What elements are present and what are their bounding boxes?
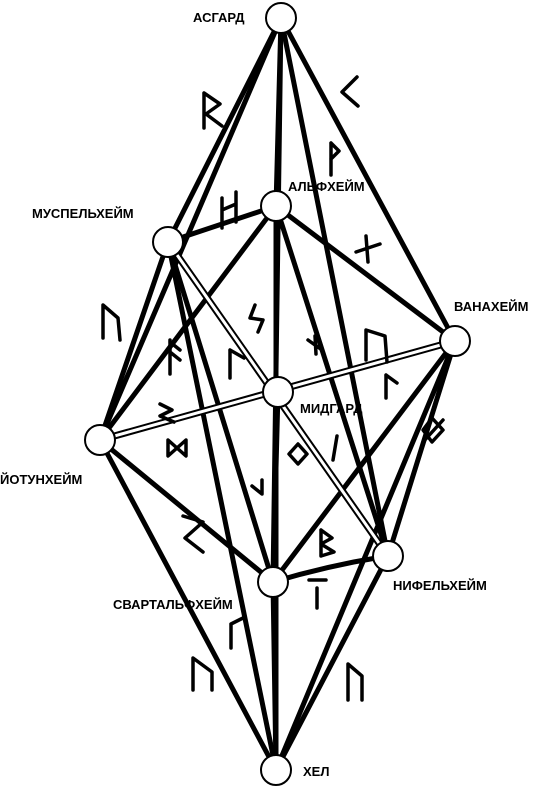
- uruz-right-rune-icon: [364, 328, 389, 364]
- label-svartalfheim: СВАРТАЛЬФХЕЙМ: [113, 597, 233, 612]
- naudiz-center-rune-icon: [306, 334, 324, 356]
- edge-jotunheim-hel: [97, 437, 279, 773]
- node-jotunheim: [84, 424, 116, 456]
- node-muspelheim: [152, 226, 184, 258]
- label-midgard: МИДГАРД: [300, 401, 363, 416]
- node-vanaheim: [439, 325, 471, 357]
- edge-vanaheim-hel: [273, 338, 458, 773]
- wunjo-rune-icon: [329, 141, 341, 177]
- laguz-right-rune-icon: [384, 373, 399, 400]
- edge-muspelheim-svartalfheim: [165, 239, 276, 585]
- hagalaz-rune-icon: [220, 190, 238, 230]
- label-niflheim: НИФЕЛЬХЕЙМ: [393, 578, 487, 593]
- edge-alfheim-vanaheim: [273, 203, 458, 344]
- kenaz-rune-icon: [340, 75, 360, 108]
- edge-vanaheim-svartalfheim: [270, 338, 458, 585]
- edge-alfheim-niflheim: [273, 203, 391, 559]
- edge-asgard-niflheim: [278, 15, 391, 559]
- edge-asgard-muspelheim: [165, 15, 284, 245]
- naudiz-rune-icon: [354, 234, 382, 264]
- berkano-rune-icon: [319, 528, 336, 558]
- edge-asgard-jotunheim: [97, 15, 284, 443]
- dagaz-rune-icon: [166, 438, 188, 458]
- label-hel: ХЕЛ: [303, 764, 329, 779]
- label-jotunheim: ЙОТУНХЕЙМ: [0, 472, 82, 487]
- othala-rune-icon: [421, 416, 445, 444]
- sowilo-left-rune-icon: [158, 402, 176, 424]
- edge-alfheim-jotunheim: [97, 203, 279, 443]
- edge-svartalfheim-hel: [270, 579, 279, 773]
- mannaz-right-rune-icon: [346, 662, 364, 702]
- node-asgard: [265, 2, 297, 34]
- ingwaz-rune-icon: [287, 442, 309, 466]
- edge-vanaheim-niflheim: [385, 338, 458, 559]
- labels: АСГАРД АЛЬФХЕЙМ МУСПЕЛЬХЕЙМ ВАНАХЕЙМ МИД…: [0, 10, 528, 779]
- edge-midgard-svartalfheim: [270, 389, 281, 585]
- label-vanaheim: ВАНАХЕЙМ: [454, 299, 528, 314]
- raido-rune-icon: [202, 91, 224, 130]
- edge-muspelheim-hel: [165, 239, 279, 773]
- edge-jotunheim-svartalfheim: [97, 437, 276, 585]
- label-muspelheim: МУСПЕЛЬХЕЙМ: [32, 206, 134, 221]
- label-alfheim: АЛЬФХЕЙМ: [288, 179, 365, 194]
- uruz-rune-icon: [101, 303, 122, 342]
- mannaz-rune-icon: [191, 656, 214, 692]
- node-niflheim: [372, 540, 404, 572]
- isa-rune-icon: [331, 434, 339, 462]
- node-midgard: [262, 376, 294, 408]
- sowilo-lower-rune-icon: [181, 514, 205, 554]
- kaun-rune-icon: [250, 478, 264, 496]
- edge-muspelheim-jotunheim: [97, 239, 171, 443]
- sowilo-rune-icon: [248, 303, 265, 334]
- nodes: [84, 2, 471, 786]
- node-alfheim: [260, 190, 292, 222]
- node-hel: [260, 754, 292, 786]
- edge-niflheim-hel: [273, 553, 391, 773]
- laguz-lower-rune-icon: [229, 616, 245, 650]
- node-svartalfheim: [257, 566, 289, 598]
- tiwaz-rune-icon: [307, 578, 328, 610]
- runes: [101, 75, 445, 702]
- label-asgard: АСГАРД: [193, 10, 245, 25]
- laguz-rune-icon: [228, 348, 246, 380]
- ansuz-rune-icon: [168, 338, 182, 376]
- edge-asgard-vanaheim: [278, 15, 458, 344]
